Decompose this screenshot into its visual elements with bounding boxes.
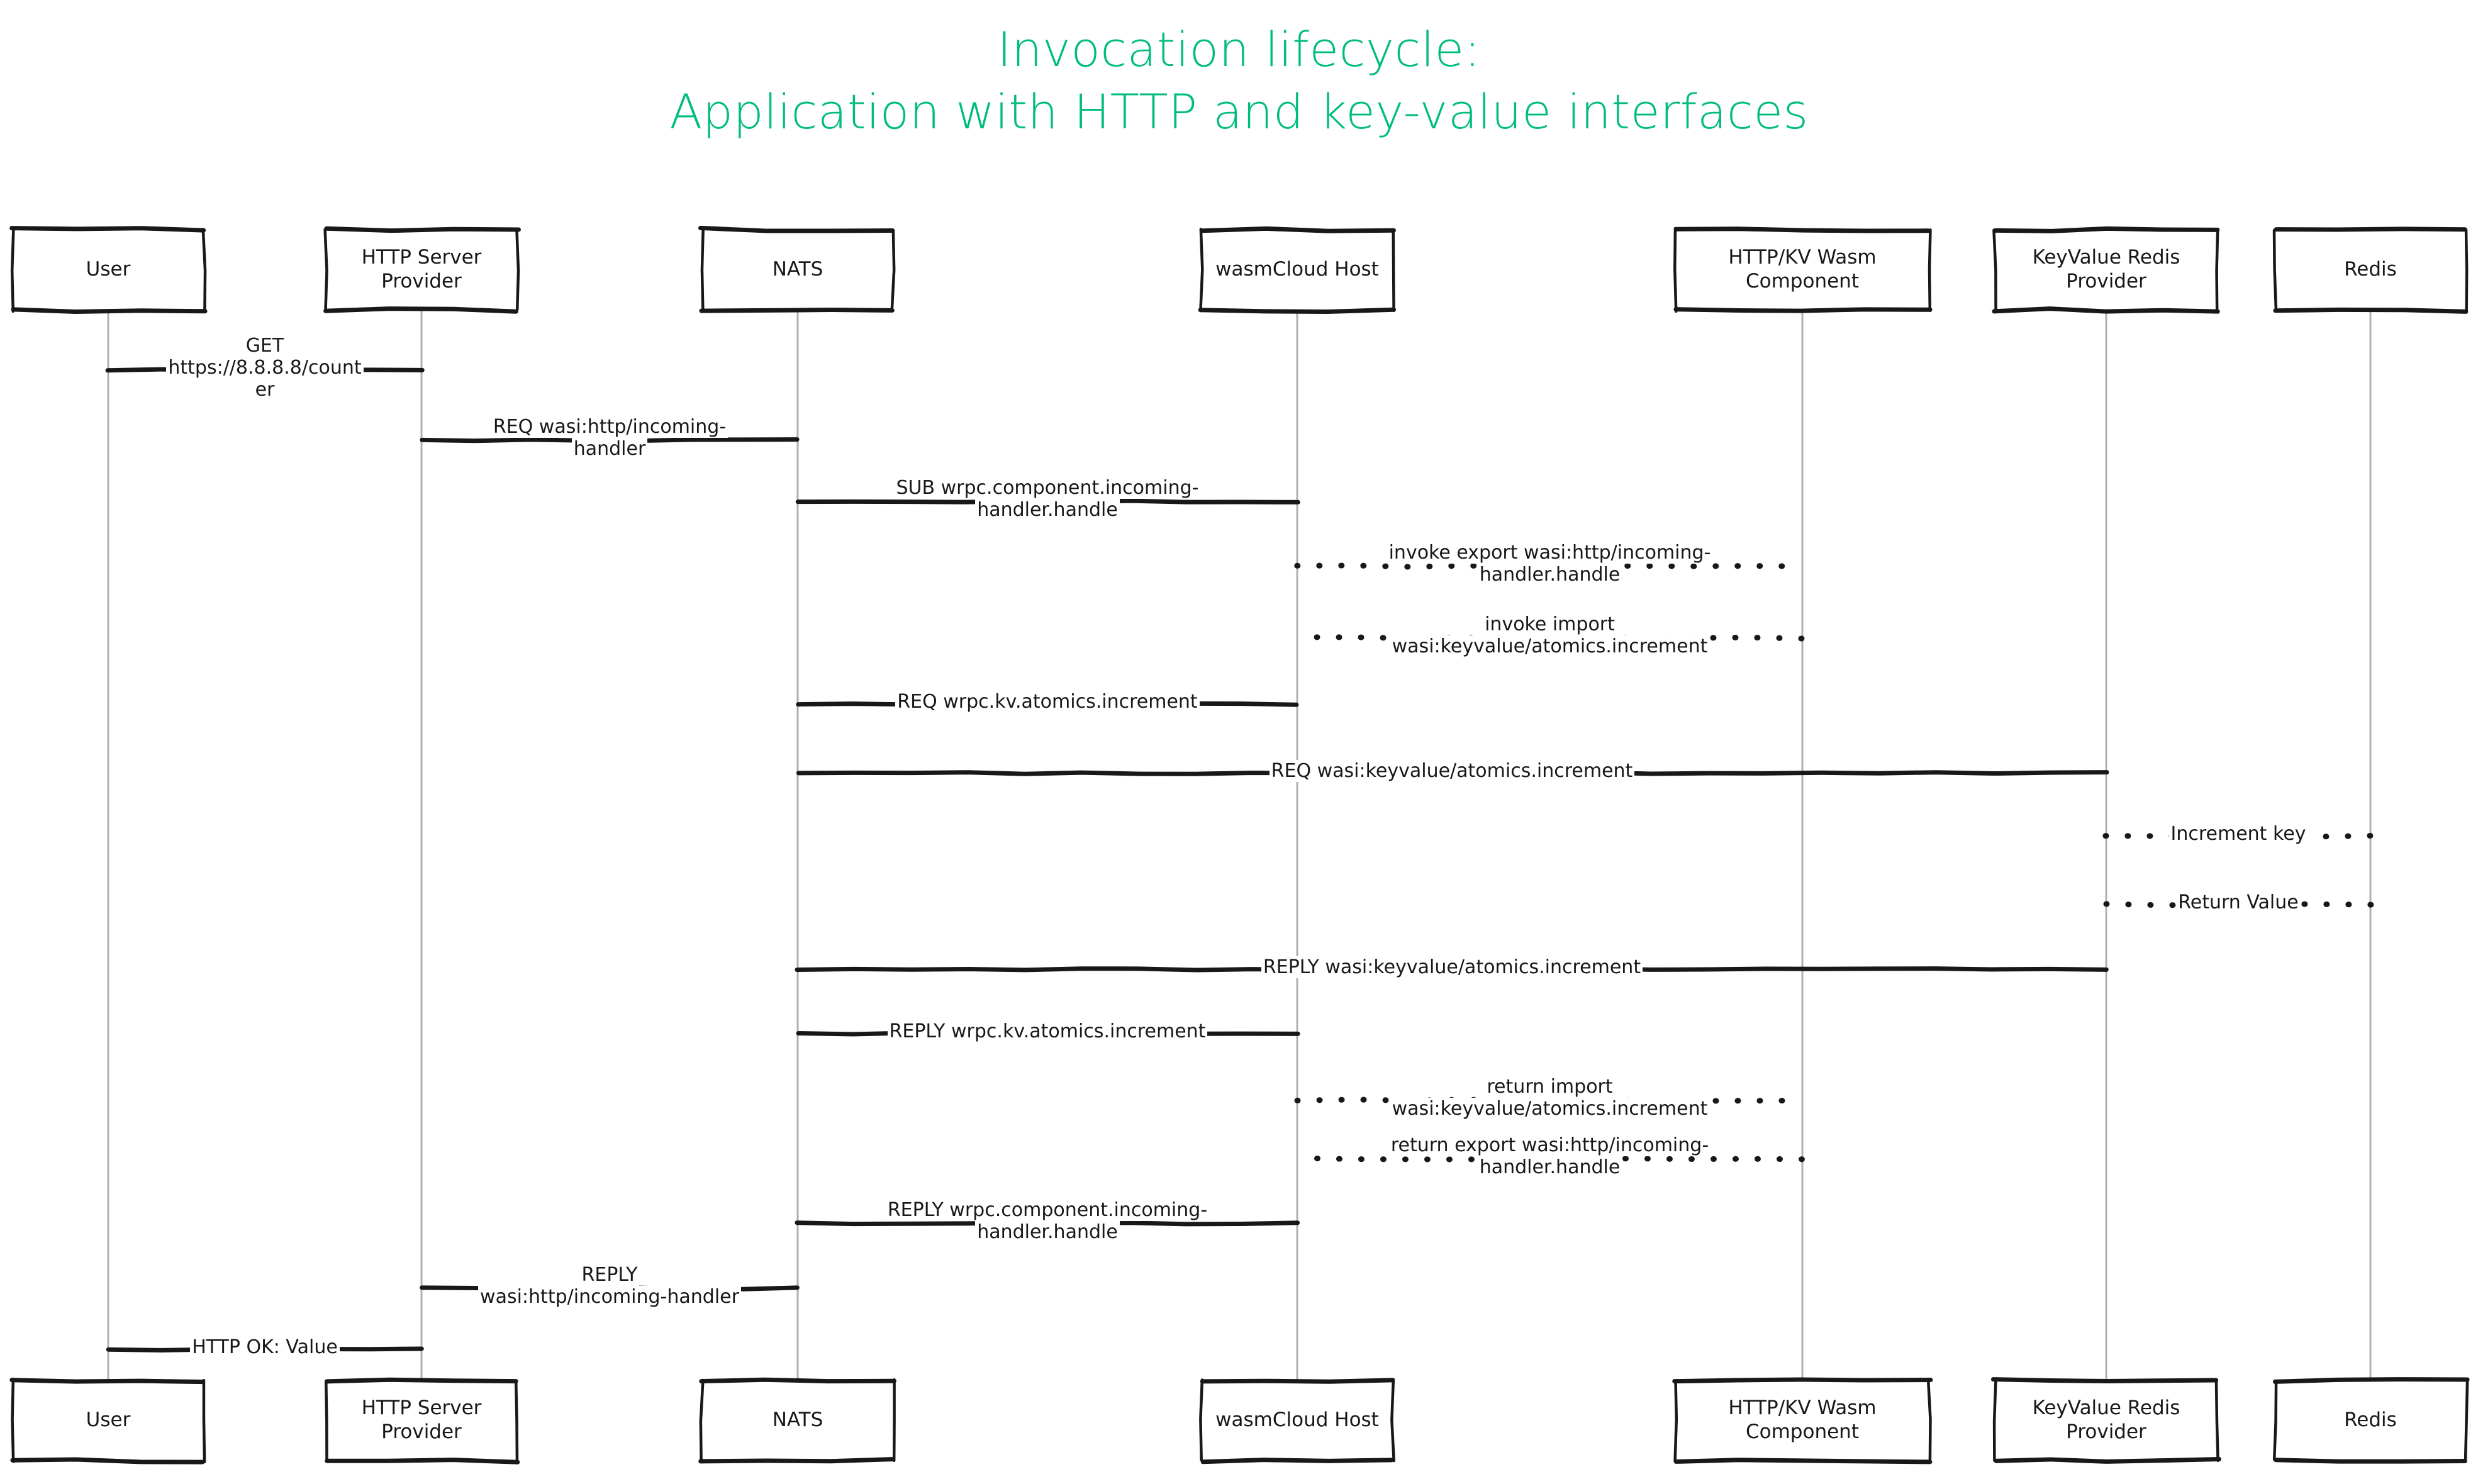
participant-box-http-bottom[interactable] <box>325 1377 520 1464</box>
diagram-title-line-2: Application with HTTP and key-value inte… <box>669 83 1809 140</box>
participant-box-component-bottom[interactable] <box>1672 1377 1933 1464</box>
message-arrow-m15[interactable] <box>420 1285 800 1292</box>
participant-box-fill <box>326 1380 517 1461</box>
participant-box-fill <box>702 1380 893 1461</box>
message-arrow-m2[interactable] <box>420 437 800 444</box>
message-arrow-m3[interactable] <box>795 498 1300 505</box>
message-arrow-m11[interactable] <box>796 1030 1300 1037</box>
participant-box-kvprov-top[interactable] <box>1992 226 2220 314</box>
message-arrow-m12[interactable] <box>1294 1096 1805 1104</box>
participant-box-fill <box>1995 230 2218 310</box>
message-arrow-m6[interactable] <box>796 701 1299 707</box>
message-arrow-m8[interactable] <box>2102 832 2374 840</box>
message-arrow-m10[interactable] <box>795 966 2109 973</box>
participant-box-fill <box>1675 230 1929 310</box>
participant-box-host-bottom[interactable] <box>1199 1378 1395 1464</box>
participant-box-component-top[interactable] <box>1673 226 1933 313</box>
participant-box-http-top[interactable] <box>323 226 521 314</box>
diagram-title: Invocation lifecycle: Application with H… <box>0 19 2478 143</box>
message-arrow-m16[interactable] <box>106 1346 424 1353</box>
participant-box-nats-top[interactable] <box>698 225 896 313</box>
participant-box-redis-top[interactable] <box>2272 226 2469 314</box>
participant-box-fill <box>1675 1380 1929 1461</box>
message-arrow-m14[interactable] <box>795 1220 1300 1227</box>
participant-box-fill <box>13 230 204 310</box>
message-arrow-m7[interactable] <box>796 770 2109 776</box>
participant-box-host-top[interactable] <box>1198 226 1397 314</box>
diagram-title-line-1: Invocation lifecycle: <box>997 21 1481 77</box>
participant-box-fill <box>1202 1380 1393 1461</box>
participant-box-fill <box>2275 230 2466 310</box>
participant-box-user-top[interactable] <box>9 226 208 314</box>
participant-box-fill <box>702 230 893 310</box>
participant-box-fill <box>1202 230 1393 310</box>
participant-box-kvprov-bottom[interactable] <box>1990 1377 2222 1464</box>
participant-box-redis-bottom[interactable] <box>2272 1377 2470 1464</box>
participant-box-fill <box>326 230 517 310</box>
message-arrow-m5[interactable] <box>1295 634 1805 642</box>
message-arrow-m4[interactable] <box>1294 562 1805 570</box>
participant-box-user-bottom[interactable] <box>9 1377 206 1464</box>
participant-box-fill <box>13 1380 204 1461</box>
message-arrow-m9[interactable] <box>2103 901 2374 908</box>
participant-box-nats-bottom[interactable] <box>698 1377 896 1464</box>
message-arrow-m13[interactable] <box>1295 1155 1805 1163</box>
message-arrow-m1[interactable] <box>105 367 425 373</box>
participant-box-fill <box>2275 1380 2466 1461</box>
participant-box-fill <box>1995 1380 2218 1461</box>
